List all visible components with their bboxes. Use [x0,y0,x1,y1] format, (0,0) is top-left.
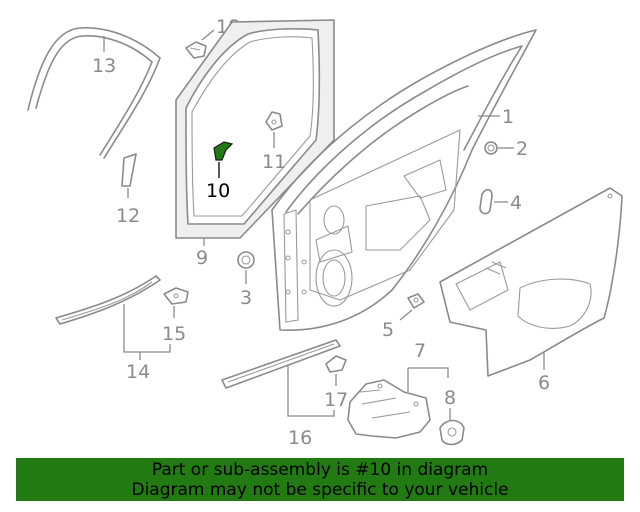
grommet-part-2 [484,141,498,155]
callout-16: 16 [288,427,312,449]
callout-7: 7 [414,340,426,362]
banner-line-1: Part or sub-assembly is #10 in diagram [151,460,489,480]
highlighted-part-10[interactable] [213,141,234,161]
door-parts-diagram: 13 1 8 9 11 10 [27,16,623,449]
trim-part-12 [121,153,137,187]
lower-molding-part-16 [221,339,341,389]
belt-molding-part-14 [55,275,161,325]
callout-10[interactable]: 10 [206,180,230,202]
callout-17: 17 [324,389,348,411]
sealing-panel-part-6 [439,187,623,377]
callout-5: 5 [382,319,394,341]
plug-part-4 [479,188,493,215]
banner-line-2: Diagram may not be specific to your vehi… [131,480,509,500]
clip-part-17 [325,355,347,373]
callout-11: 11 [262,151,286,173]
callout-3: 3 [240,287,252,309]
leader-5 [399,309,413,321]
callout-4: 4 [510,192,522,214]
callout-1: 1 [502,106,514,128]
callout-15: 15 [162,323,186,345]
bracket-part-11 [265,111,283,131]
callout-8: 8 [444,387,456,409]
door-shell-part [271,29,537,332]
leader-7 [407,367,449,392]
bolt-part-5 [407,293,425,309]
clip-part-18 [185,41,207,59]
callout-14: 14 [126,361,150,383]
callout-13: 13 [92,55,116,77]
leader-16 [287,366,335,417]
leader-14 [123,304,171,353]
leader-18 [201,29,215,41]
window-molding-part [27,27,161,159]
plug-part-3 [237,251,255,269]
info-banner: Part or sub-assembly is #10 in diagram D… [16,458,624,501]
callout-2: 2 [516,138,528,160]
regulator-part-7 [347,379,431,439]
clip-part-15 [163,287,189,305]
callout-6: 6 [538,372,550,394]
callout-12: 12 [116,205,140,227]
motor-part-8 [439,419,465,446]
callout-9: 9 [196,247,208,269]
